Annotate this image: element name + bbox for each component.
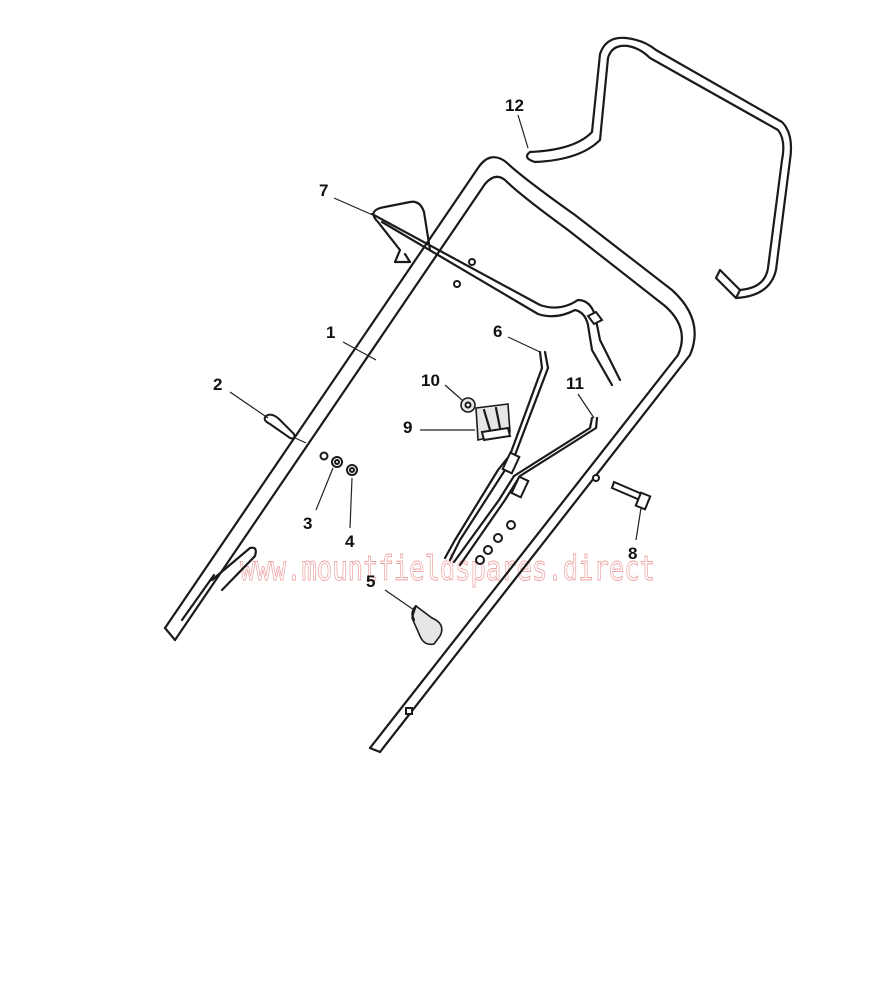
callout-9: 9 — [403, 418, 412, 437]
upper-loop-handle — [525, 36, 793, 300]
cable-clip — [411, 604, 443, 646]
control-box — [475, 403, 512, 442]
callout-10: 10 — [421, 371, 440, 390]
callout-12: 12 — [505, 96, 524, 115]
callout-labels: 1 2 3 4 5 6 7 8 9 10 11 12 — [213, 96, 637, 591]
callout-1: 1 — [326, 323, 335, 342]
handle-clip — [263, 413, 296, 440]
callout-4: 4 — [345, 532, 355, 551]
callout-2: 2 — [213, 375, 222, 394]
callout-8: 8 — [628, 544, 637, 563]
callout-5: 5 — [366, 572, 375, 591]
callout-6: 6 — [493, 322, 502, 341]
main-handle-tube — [163, 156, 696, 754]
control-cables — [443, 350, 599, 567]
callout-7: 7 — [319, 181, 328, 200]
washer-and-nut — [331, 456, 358, 476]
control-bail-bar — [370, 200, 622, 387]
handle-bolt — [610, 480, 652, 511]
leader-lines — [229, 114, 642, 611]
small-nut — [460, 397, 476, 413]
callout-3: 3 — [303, 514, 312, 533]
callout-11: 11 — [566, 374, 584, 393]
